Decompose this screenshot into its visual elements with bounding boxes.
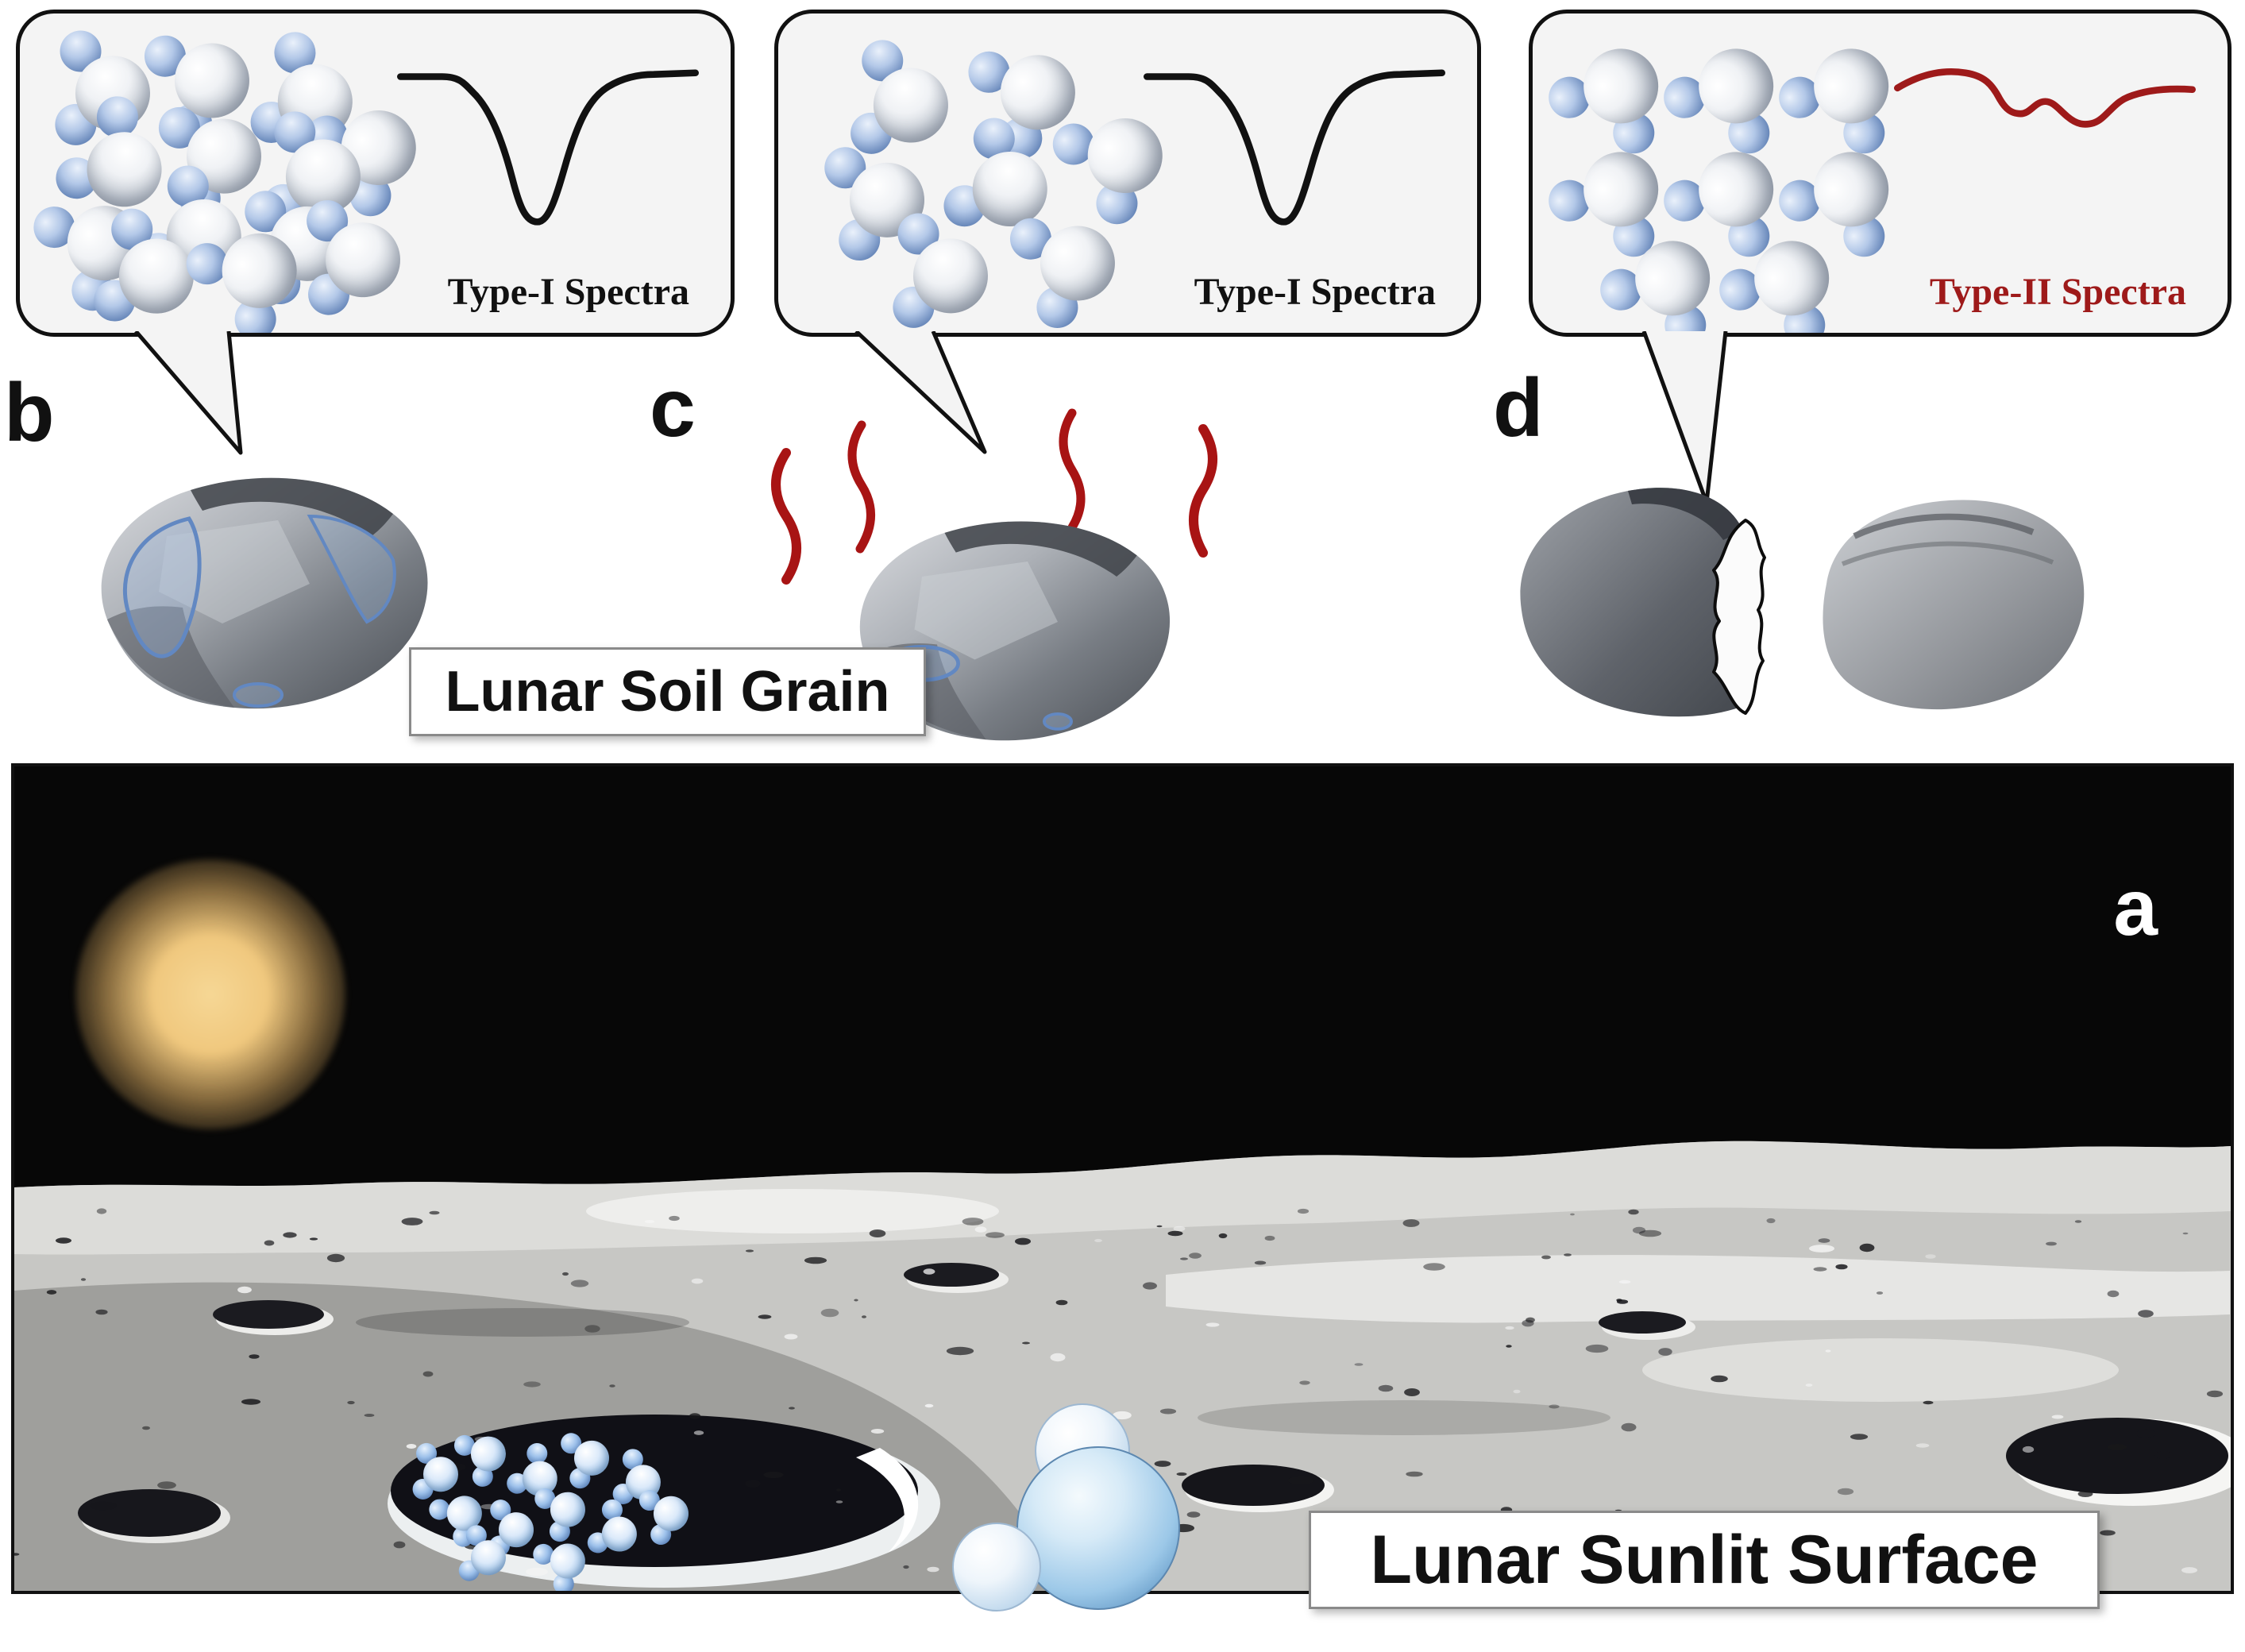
hydrogen-atom [952, 1523, 1041, 1611]
callout-bubble-d: Type-II Spectra [1529, 10, 2231, 337]
spectra-label-type1: Type-I Spectra [1194, 270, 1436, 314]
type1-spectra-curve [389, 41, 707, 256]
callout-bubble-b: Type-I Spectra [16, 10, 735, 337]
type1-spectra-curve [1136, 41, 1453, 256]
water-molecule [880, 206, 1018, 337]
oxygen-atom [1016, 1446, 1180, 1610]
panel-label-d: d [1493, 367, 1544, 450]
callout-bubble-c: Type-I Spectra [774, 10, 1481, 337]
water-film [234, 684, 282, 706]
panel-label-c: c [650, 367, 696, 450]
spectra-label-type1: Type-I Spectra [448, 270, 689, 314]
panel-label-a: a [2113, 868, 2158, 948]
caption-lunar-sunlit-surface: Lunar Sunlit Surface [1309, 1511, 2100, 1609]
caption-lunar-soil-grain: Lunar Soil Grain [409, 647, 926, 736]
water-molecule [636, 1480, 704, 1547]
spectra-label-type2: Type-II Spectra [1930, 270, 2186, 314]
panel-label-b: b [4, 372, 55, 454]
soil-grain-b-hydrated [71, 441, 445, 758]
water-film-remnant [1044, 714, 1071, 729]
soil-grain-d-fractured [1493, 445, 2112, 770]
water-molecule-large [949, 1398, 1187, 1628]
type2-spectra-curve [1886, 41, 2204, 256]
